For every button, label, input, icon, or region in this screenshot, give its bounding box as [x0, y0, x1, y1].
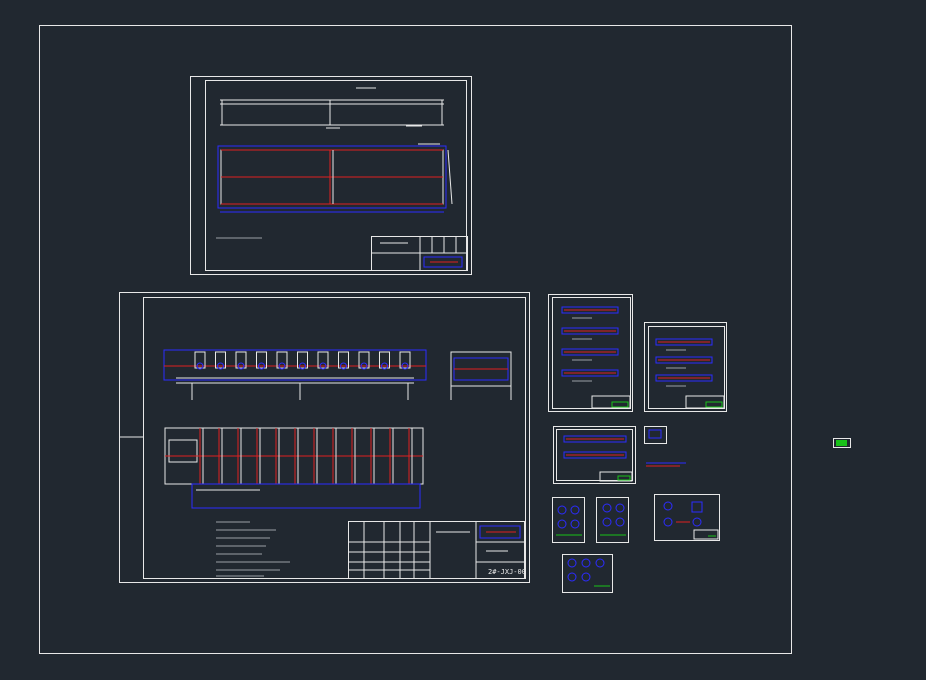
small-green-view-icon[interactable] [833, 438, 851, 448]
roller-bracket [338, 351, 349, 369]
sheet-detail-small-part[interactable] [644, 426, 687, 467]
sheet-main-assembly[interactable]: 2#-JXJ-00 [119, 292, 530, 583]
roller-circle [340, 362, 347, 370]
roller-bracket [194, 351, 206, 369]
roller-circle [360, 362, 368, 370]
roller-circle [299, 362, 306, 370]
roller-bracket [358, 351, 370, 369]
roller-bracket [215, 351, 226, 369]
model-space-frame [39, 25, 792, 654]
shaft-outline [561, 327, 619, 335]
roller-circle [401, 362, 409, 370]
roller-bracket [235, 351, 247, 369]
sheet-detail-bearing-c[interactable] [654, 494, 720, 541]
shaft-outline [655, 338, 713, 346]
shaft-outline [655, 356, 713, 364]
sheet-detail-shafts-2[interactable] [644, 322, 727, 412]
shaft-outline [561, 369, 619, 377]
roller-bracket [276, 351, 288, 369]
roller-stations-group [194, 351, 411, 370]
shaft-outline [561, 306, 619, 314]
sheet-detail-bearing-b[interactable] [596, 497, 629, 543]
roller-circle [217, 362, 224, 370]
shaft-outline [655, 374, 713, 382]
sheet-detail-shafts-1[interactable] [548, 294, 633, 412]
roller-bracket [256, 351, 267, 369]
roller-circle [237, 362, 245, 370]
shaft-details-group-2 [655, 338, 713, 387]
shaft-details-group-1 [561, 306, 619, 382]
plan-crossbars-group [199, 428, 413, 484]
roller-circle [278, 362, 286, 370]
title-block-code: 2#-JXJ-00 [488, 568, 526, 576]
roller-circle [319, 362, 327, 370]
sheet-detail-bearing-a[interactable] [552, 497, 585, 543]
sheet-detail-bearing-d[interactable] [562, 554, 613, 593]
shaft-outline [561, 348, 619, 356]
roller-bracket [379, 351, 390, 369]
roller-bracket [317, 351, 329, 369]
sheet-detail-shaft-single[interactable] [553, 426, 636, 484]
roller-bracket [399, 351, 411, 369]
sheet-top-frame-plan[interactable] [190, 76, 472, 275]
roller-bracket [297, 351, 308, 369]
roller-circle [258, 362, 265, 370]
roller-circle [196, 362, 204, 370]
roller-circle [381, 362, 388, 370]
